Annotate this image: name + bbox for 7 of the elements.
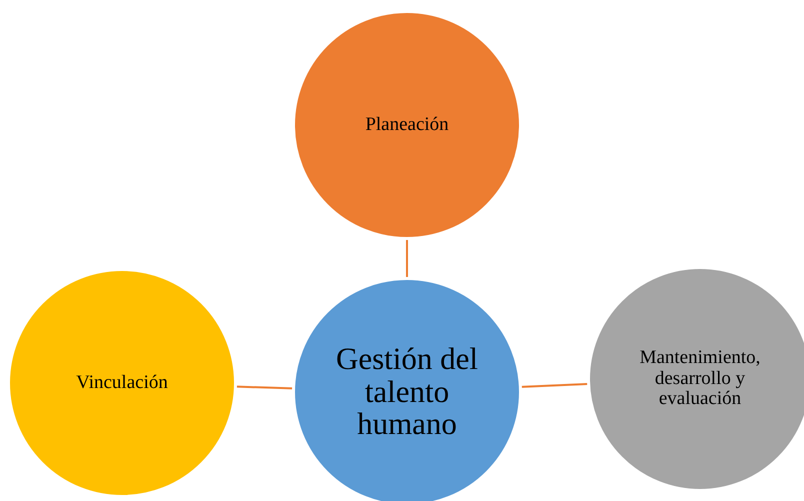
node-label: Planeación — [364, 114, 450, 136]
connector-line — [406, 240, 408, 277]
connector-line — [522, 383, 588, 388]
node-label: Gestión del talento humano — [334, 343, 480, 441]
node-label: Mantenimiento, desarrollo y evaluación — [638, 348, 762, 410]
connector-line — [236, 386, 292, 390]
node-label: Vinculación — [75, 372, 169, 394]
